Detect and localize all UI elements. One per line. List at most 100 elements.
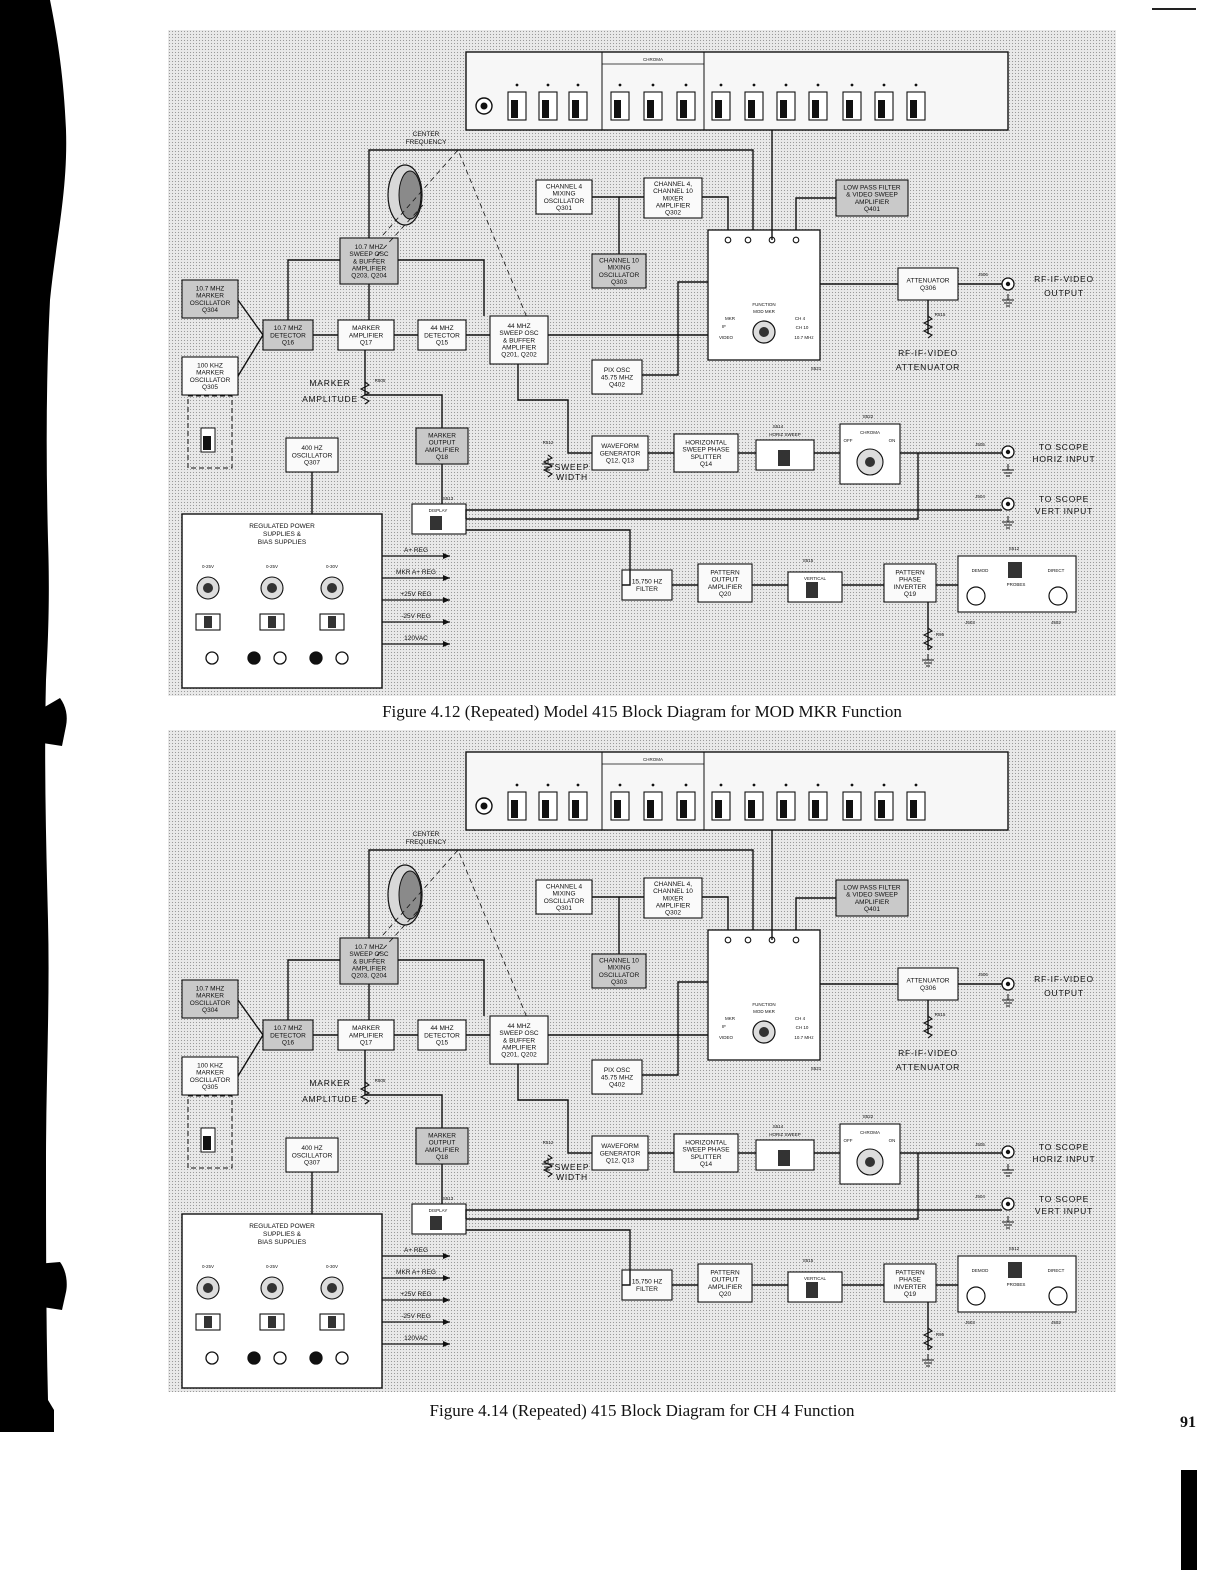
signal-wire [398,959,485,1016]
marker-toggle-lever [846,800,853,818]
power-supplies-title: REGULATED POWER [249,1223,315,1230]
ref-r95: R95 [936,1332,945,1337]
ref-s521: S521 [811,366,822,371]
block-sweep44-label: & BUFFER [503,337,535,344]
signal-wire [398,259,485,316]
block-patout-label: AMPLIFIER [708,1284,743,1291]
block-ch10osc-label: MIXING [607,965,630,972]
chroma-switch-title: CHROMA [860,430,880,435]
marker-led [515,83,519,87]
demod-label: DEMOD [972,568,990,573]
block-patinv-label: INVERTER [894,584,927,591]
power-rail-arrow [443,641,450,647]
block-filter-label: 15,750 HZ [632,579,662,586]
block-atten-label: ATTENUATOR [907,978,950,985]
scope-vert-label: TO SCOPE [1039,494,1089,504]
block-filter-label: FILTER [636,586,658,593]
block-mkr100osc-label: MARKER [196,370,224,377]
block-mixer-box [643,877,703,919]
supply-pot-label: 0-25V [202,1264,214,1269]
ground-symbol [1002,994,1014,1007]
block-mixer-label: CHANNEL 10 [653,888,693,895]
horiz-sweep-label: HORIZ SWEEP [769,432,801,437]
marker-toggle-lever [572,800,579,818]
ref-j502: J502 [1051,1320,1061,1325]
block-patinv-box [883,1263,937,1303]
block-wavegen-box [591,435,649,471]
rf-attenuator-label: RF-IF-VIDEO [898,1048,958,1058]
power-supplies-title: BIAS SUPPLIES [258,539,307,546]
center-frequency-label: CENTER [413,831,440,838]
block-ch4osc-box [535,179,593,215]
block-mixer-label: MIXER [663,895,684,902]
block-mixer-box [643,177,703,219]
signal-wire [368,849,754,938]
marker-toggle-lever [511,800,518,818]
block-det107-label: DETECTOR [270,1032,306,1039]
block-ch10osc-label: Q303 [611,979,627,986]
signal-wire [702,196,729,230]
block-osc400-label: Q307 [304,460,320,467]
block-mkr100osc-label: MARKER [196,1070,224,1077]
marker-amplitude-label: AMPLITUDE [302,394,358,404]
block-wavegen-label: WAVEFORM [601,443,639,450]
rf-output-label: RF-IF-VIDEO [1034,274,1094,284]
block-sweep44-box [489,1015,549,1065]
block-lpf-box [835,879,909,917]
scope-vert-jack-center [1005,1201,1011,1207]
block-sweep44-label: 44 MHZ [507,1023,530,1030]
block-det44-label: 44 MHZ [430,1025,453,1032]
block-lpf: LOW PASS FILTER& VIDEO SWEEPAMPLIFIERQ40… [835,879,909,917]
block-mixer-label: CHANNEL 4, [654,881,692,888]
function-position-label: CH 10 [796,325,809,330]
block-sweep44-label: AMPLIFIER [502,1045,537,1052]
marker-toggle-lever [748,800,755,818]
power-rail-arrow [443,1253,450,1259]
center-frequency-knob-face [398,870,422,920]
block-patinv-label: PATTERN [895,1270,925,1277]
power-rail-label: A+ REG [404,547,428,554]
ref-j505: J505 [975,1142,985,1147]
power-supplies-title: SUPPLIES & [263,531,302,538]
block-sweep107-label: Q203, Q204 [351,273,387,280]
signal-wire [368,149,754,238]
figure-4-14-caption: Figure 4.14 (Repeated) 415 Block Diagram… [429,1401,855,1420]
block-wavegen-label: GENERATOR [600,450,641,457]
ref-j504: J504 [975,494,985,499]
marker-led [684,83,688,87]
block-mkr107osc-label: OSCILLATOR [190,1000,231,1007]
block-wavegen-label: GENERATOR [600,1150,641,1157]
block-ch4osc-label: Q301 [556,205,572,212]
marker-led [576,783,580,787]
block-mkr100osc-label: Q305 [202,384,218,391]
supply-switch-lever [328,1316,336,1328]
probe-select-lever [1008,1262,1022,1278]
marker-100khz-switch-lever [203,1136,211,1150]
ground-symbol [1002,294,1014,307]
function-rotary-knob-center [759,327,769,337]
ground-symbol [1002,516,1014,529]
marker-led [752,83,756,87]
figure-4-12-caption: Figure 4.12 (Repeated) Model 415 Block D… [382,702,902,721]
ref-r505: R505 [375,378,386,383]
scope-horiz-label: HORIZ INPUT [1032,454,1095,464]
horiz-sweep-switch-lever [778,450,790,466]
signal-wire [465,509,1002,519]
supply-test-jack [335,1351,349,1365]
power-rail-label: -25V REG [401,1313,431,1320]
power-rail-arrow [443,1275,450,1281]
power-rail-label: -25V REG [401,613,431,620]
supply-pot-center [267,1283,277,1293]
block-filter-label: 15,750 HZ [632,1279,662,1286]
block-sweep44-label: SWEEP OSC [499,1030,539,1037]
ref-r515: R515 [935,312,946,317]
block-atten-label: Q306 [920,285,936,292]
ref-r512: R512 [543,1140,554,1145]
supply-switch-lever [204,616,212,628]
function-switch-terminal [792,936,800,944]
